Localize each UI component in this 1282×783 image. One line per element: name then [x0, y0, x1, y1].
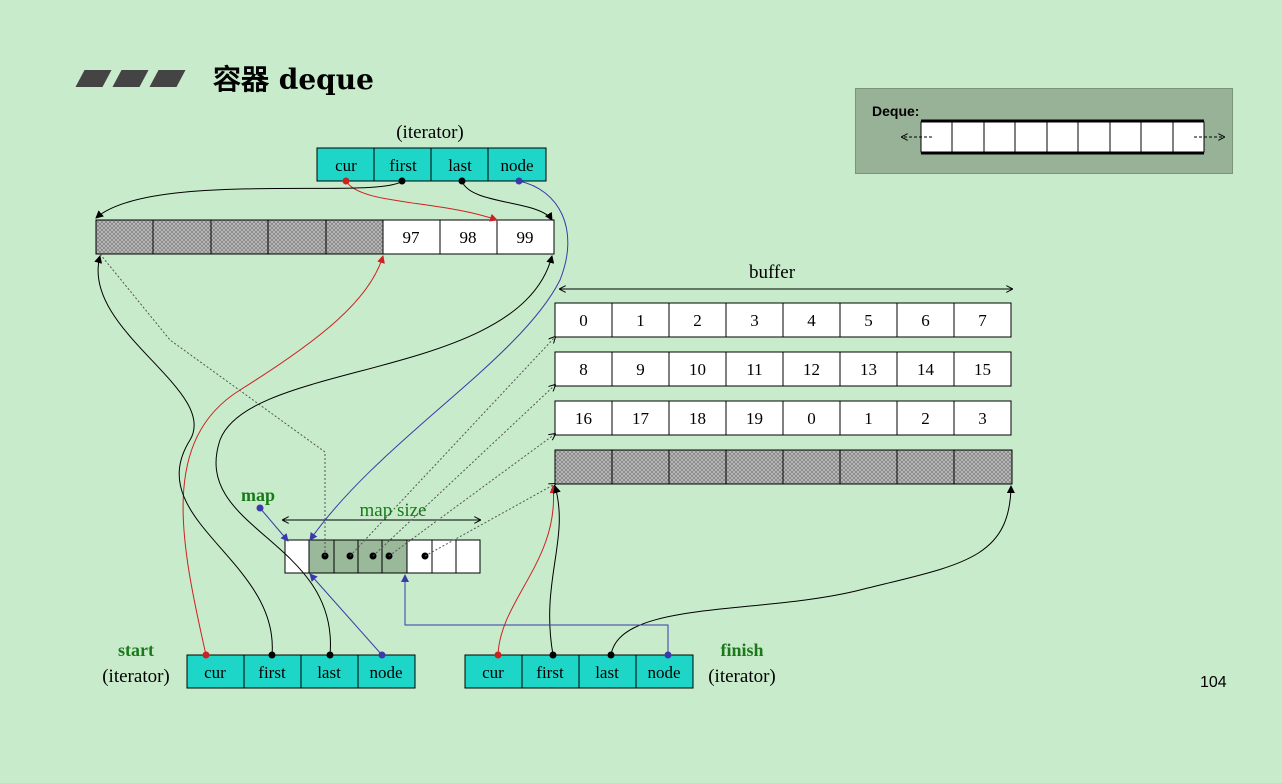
last-buffer [554, 449, 1013, 485]
buffer-cell: 11 [746, 360, 762, 379]
buffer-cell-box [953, 400, 1012, 436]
iterator-field-first: first [536, 663, 564, 682]
buffer-cell: 3 [750, 311, 759, 330]
map-size-label: map size [359, 500, 426, 521]
top-iterator-label: (iterator) [396, 122, 464, 143]
deque-illustration-label: Deque: [872, 103, 920, 119]
top-iterator: cur first last node (iterator) [316, 122, 547, 182]
iterator-field-node: node [647, 663, 680, 682]
finish-iterator: cur first last node [464, 654, 694, 689]
buffer-cell: 8 [579, 360, 588, 379]
buffer-cell: 2 [921, 409, 930, 428]
map-label: map [241, 485, 275, 505]
iterator-field-last: last [448, 156, 472, 175]
buffer-cell: 97 [403, 228, 421, 247]
first-buffer: 97 98 99 [95, 219, 555, 255]
iterator-field-first: first [389, 156, 417, 175]
page-number: 104 [1200, 674, 1227, 691]
buffer-cell-box [839, 400, 898, 436]
buffer-cell: 19 [746, 409, 763, 428]
buffer-cell-box [953, 351, 1012, 387]
slide-title-bar: 容器 deque [75, 58, 374, 98]
buffer-cell: 12 [803, 360, 820, 379]
buffer-cell-box [896, 302, 955, 338]
buffer-cell: 17 [632, 409, 650, 428]
buffer-cell: 99 [517, 228, 534, 247]
buffer-cell-box [896, 351, 955, 387]
start-label: start [118, 640, 154, 660]
buffer-cell-box [782, 351, 841, 387]
buffer-cell-box [725, 400, 784, 436]
finish-iterator-label: (iterator) [708, 666, 776, 687]
buffer-cell: 10 [689, 360, 706, 379]
iterator-field-last: last [317, 663, 341, 682]
buffer-cell-box [953, 302, 1012, 338]
finish-label: finish [720, 640, 763, 660]
slide-title: 容器 deque [213, 63, 374, 96]
buffer-cell-box [668, 302, 727, 338]
buffer-cell: 0 [807, 409, 816, 428]
buffer-cell: 3 [978, 409, 987, 428]
buffer-cell: 16 [575, 409, 592, 428]
buffer-cell: 2 [693, 311, 702, 330]
iterator-field-last: last [595, 663, 619, 682]
buffer-cell: 1 [864, 409, 873, 428]
buffer-cell: 14 [917, 360, 935, 379]
start-iterator-label: (iterator) [102, 666, 170, 687]
buffer-cell-box [668, 351, 727, 387]
buffer-cell-box [839, 351, 898, 387]
buffer-cell-box [554, 400, 613, 436]
iterator-field-cur: cur [204, 663, 226, 682]
buffer-cell: 98 [460, 228, 477, 247]
buffer-cell-box [611, 351, 670, 387]
iterator-field-cur: cur [482, 663, 504, 682]
start-iterator: cur first last node [186, 654, 416, 689]
buffer-cell-box [725, 351, 784, 387]
buffer-cell: 13 [860, 360, 877, 379]
buffer-label: buffer [749, 262, 796, 283]
buffer-cell-box [668, 400, 727, 436]
buffer-cell: 15 [974, 360, 991, 379]
buffer-cell-box [782, 302, 841, 338]
iterator-field-node: node [500, 156, 533, 175]
buffer-cell: 0 [579, 311, 588, 330]
map-array [284, 539, 481, 574]
buffer-cell-box [554, 302, 613, 338]
iterator-field-node: node [369, 663, 402, 682]
buffer-cell-box [611, 400, 670, 436]
buffer-cell: 1 [636, 311, 645, 330]
buffer-cell: 9 [636, 360, 645, 379]
buffer-cell: 7 [978, 311, 987, 330]
deque-inset-drawing [902, 119, 1224, 155]
buffer-cell: 5 [864, 311, 873, 330]
buffer-cell: 6 [921, 311, 930, 330]
buffer-cell: 4 [807, 311, 816, 330]
iterator-field-cur: cur [335, 156, 357, 175]
buffer-cell: 18 [689, 409, 706, 428]
iterator-field-first: first [258, 663, 286, 682]
buffer-cell-box [554, 351, 613, 387]
buffer-cell-box [839, 302, 898, 338]
